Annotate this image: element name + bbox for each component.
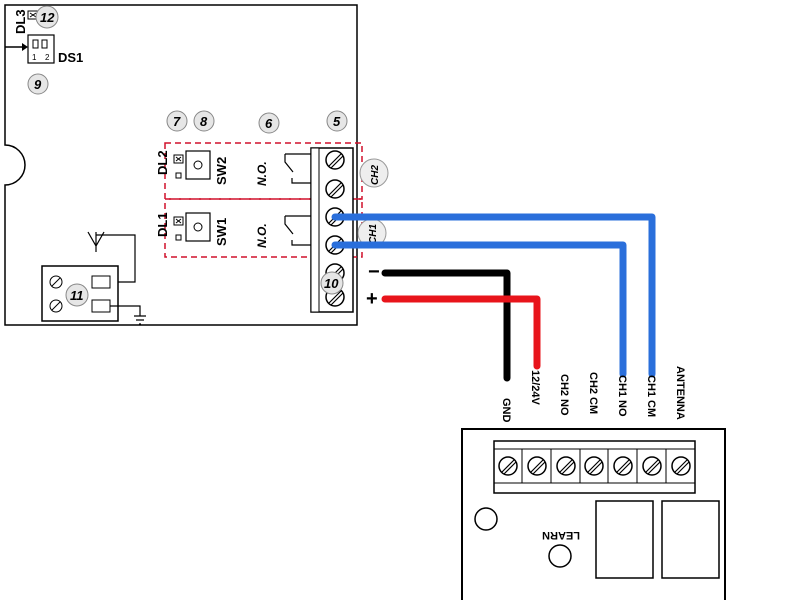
board-screw-1 xyxy=(325,150,345,170)
svg-text:10: 10 xyxy=(324,276,339,291)
board-terminal-block xyxy=(310,147,354,313)
ch1-label: CH1 xyxy=(368,224,379,244)
wire-positive xyxy=(381,295,541,370)
svg-text:9: 9 xyxy=(34,77,42,92)
svg-text:12: 12 xyxy=(40,10,55,25)
terminal-label-12-24v: 12/24V xyxy=(529,370,541,406)
terminal-label-antenna: ANTENNA xyxy=(674,366,686,420)
dl2-led-base xyxy=(175,172,182,179)
receiver-screw-ch1-cm xyxy=(636,448,667,484)
antenna-screw-2 xyxy=(49,299,63,313)
dl3-led-mark xyxy=(29,12,37,18)
svg-text:6: 6 xyxy=(265,116,273,131)
dl2-label: DL2 xyxy=(155,150,170,175)
receiver-module: GND 12/24V CH2 NO CH2 CM CH1 NO CH1 CM A… xyxy=(461,366,726,600)
antenna-screw-1 xyxy=(49,275,63,289)
sw2-label: SW2 xyxy=(214,157,229,185)
receiver-relay-1 xyxy=(661,500,720,579)
ds1-dip-switch xyxy=(27,34,55,64)
ds1-toggle-2 xyxy=(41,39,48,49)
dl2-led-mark xyxy=(175,156,182,162)
callout-12: 12 xyxy=(35,5,59,29)
ch2-tag: CH2 xyxy=(359,158,389,188)
antenna-slot-1 xyxy=(91,275,111,289)
ds1-toggle-1 xyxy=(32,39,39,49)
no-label-ch1: N.O. xyxy=(255,223,269,248)
ch2-controls: DL2 SW2 N.O. xyxy=(155,150,320,186)
ground-icon xyxy=(110,305,146,325)
receiver-relay-2 xyxy=(595,500,654,579)
receiver-mount-hole xyxy=(474,507,498,531)
receiver-screw-ch2-no xyxy=(550,448,581,484)
dl1-led-base xyxy=(175,234,182,241)
terminal-label-ch2-no: CH2 NO xyxy=(558,374,570,416)
svg-text:5: 5 xyxy=(333,114,341,129)
ch2-label: CH2 xyxy=(370,165,381,185)
wire-ch1-no xyxy=(331,241,627,378)
dl3-label: DL3 xyxy=(13,9,28,34)
ds1-switch-number-1: 1 xyxy=(32,53,37,62)
ds1-label: DS1 xyxy=(58,50,83,65)
wires xyxy=(331,213,656,382)
callout-9: 9 xyxy=(27,73,49,95)
learn-label: LEARN xyxy=(542,529,580,541)
sw1-label: SW1 xyxy=(214,218,229,246)
wire-gnd xyxy=(381,269,511,382)
board-outline xyxy=(4,4,358,326)
terminal-label-gnd: GND xyxy=(500,398,512,423)
sw1-button-dot xyxy=(193,222,203,232)
callout-5: 5 xyxy=(326,110,348,132)
ch1-controls: DL1 SW1 N.O. xyxy=(155,212,320,248)
no-label-ch2: N.O. xyxy=(255,161,269,186)
svg-text:8: 8 xyxy=(200,114,208,129)
terminal-label-ch2-cm: CH2 CM xyxy=(587,372,599,414)
ds1-arrowhead xyxy=(22,43,28,51)
callout-10: 10 xyxy=(320,271,344,295)
receiver-screw-ch1-no xyxy=(607,448,638,484)
plus-label: + xyxy=(366,288,378,310)
ds1-area: DL3 1 2 DS1 xyxy=(5,9,83,65)
antenna-wire xyxy=(96,234,136,283)
svg-text:11: 11 xyxy=(70,288,84,303)
terminal-label-ch1-cm: CH1 CM xyxy=(645,375,657,417)
ds1-switch-number-2: 2 xyxy=(45,53,50,62)
callout-8: 8 xyxy=(193,110,215,132)
minus-label: − xyxy=(368,261,380,283)
board-terminal-strip xyxy=(310,147,320,313)
wire-ch1-cm xyxy=(331,213,656,378)
learn-button xyxy=(548,544,572,568)
antenna-icon xyxy=(87,231,105,252)
dl1-label: DL1 xyxy=(155,212,170,237)
antenna-slot-2 xyxy=(91,299,111,313)
receiver-screw-antenna xyxy=(665,448,696,484)
callout-6: 6 xyxy=(258,112,280,134)
control-board xyxy=(4,4,358,326)
terminal-label-ch1-no: CH1 NO xyxy=(616,375,628,417)
receiver-outline xyxy=(461,428,726,600)
sw2-button-dot xyxy=(193,160,203,170)
dl1-led-mark xyxy=(175,218,182,224)
callout-7: 7 xyxy=(166,110,188,132)
antenna-block xyxy=(41,231,146,325)
svg-text:7: 7 xyxy=(173,114,181,129)
board-screw-2 xyxy=(325,179,345,199)
callout-11: 11 xyxy=(65,283,89,307)
